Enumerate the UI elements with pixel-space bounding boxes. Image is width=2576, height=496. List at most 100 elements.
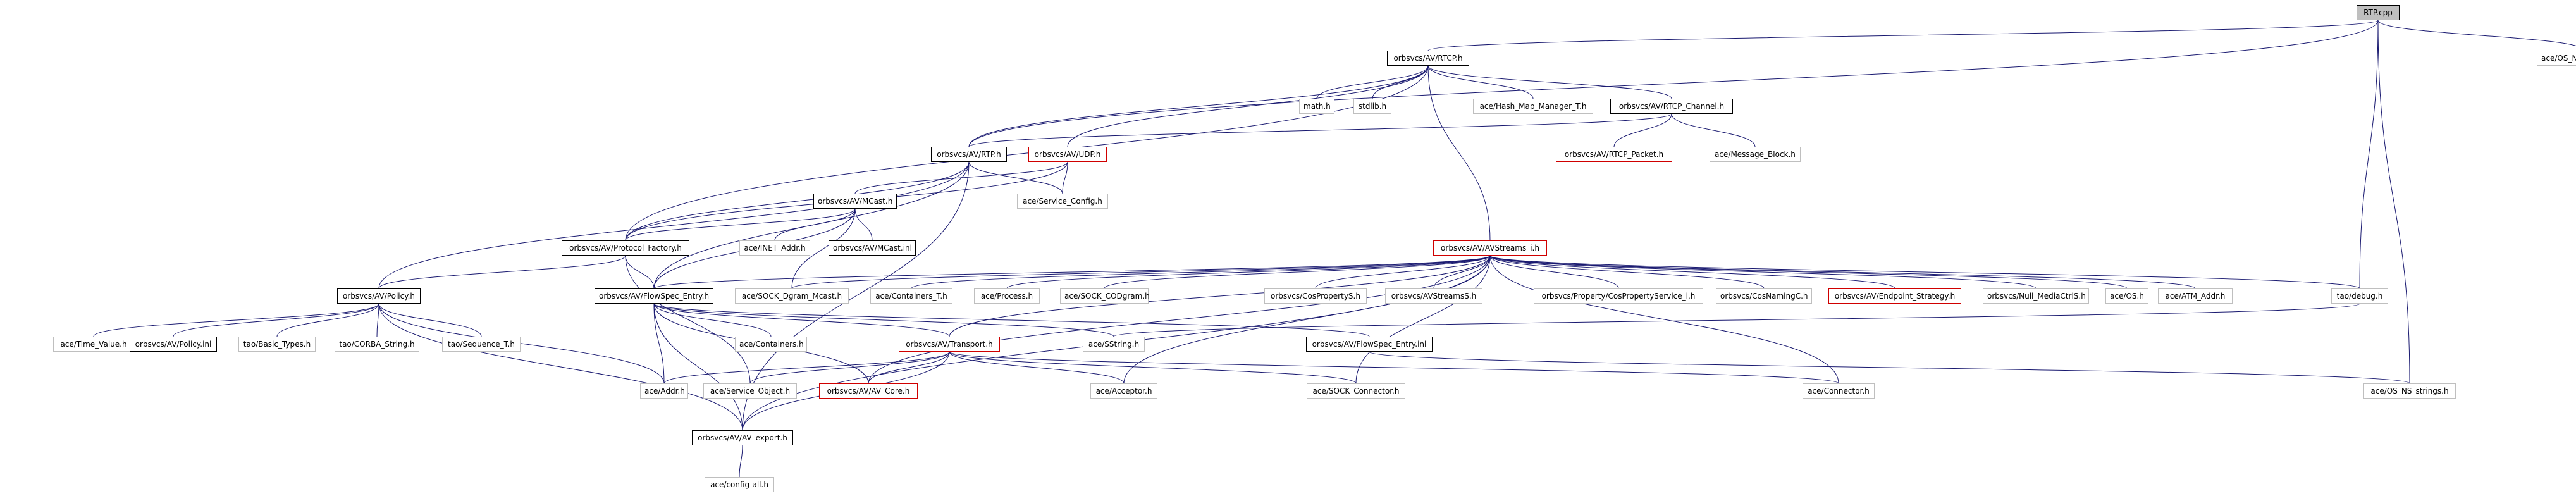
node-av-core[interactable]: orbsvcs/AV/AV_Core.h: [819, 383, 918, 399]
node-acceptor-h[interactable]: ace/Acceptor.h: [1090, 383, 1157, 399]
edge-av-export-to-config-all: [739, 445, 743, 478]
edge-avstreams-i-to-transport-h: [949, 255, 1491, 337]
edge-avstreams-i-to-sock-connector: [1355, 255, 1491, 384]
node-avstreams-s[interactable]: orbsvcs/AVStreamsS.h: [1385, 288, 1482, 304]
node-connector-h[interactable]: ace/Connector.h: [1803, 383, 1875, 399]
edge-avstreams-i-to-cosproperty-s: [1315, 255, 1491, 289]
edge-rtp-h-to-service-config: [968, 161, 1063, 194]
edge-rtcp-h-to-hash-map-manager: [1427, 65, 1534, 99]
node-rtp-h[interactable]: orbsvcs/AV/RTP.h: [931, 147, 1007, 162]
edge-policy-h-to-time-value: [93, 303, 379, 337]
edge-avstreams-i-to-atm-addr: [1489, 255, 2196, 289]
edge-avstreams-i-to-os-h: [1489, 255, 2128, 289]
node-containers-h[interactable]: ace/Containers.h: [735, 337, 807, 352]
node-cosnaming-c[interactable]: orbsvcs/CosNamingC.h: [1716, 288, 1812, 304]
edge-avstreams-i-to-cosproperty-service-i: [1489, 255, 1619, 289]
edge-protocol-factory-to-service-object: [625, 255, 751, 384]
edge-rtcp-channel-to-rtp-h: [968, 113, 1672, 147]
node-rtcp-channel[interactable]: orbsvcs/AV/RTCP_Channel.h: [1610, 99, 1733, 114]
node-cosproperty-s[interactable]: orbsvcs/CosPropertyS.h: [1264, 288, 1367, 304]
node-sequence-t[interactable]: tao/Sequence_T.h: [442, 337, 521, 352]
edge-avstreams-i-to-process-h: [1006, 255, 1491, 289]
edge-tao-debug-to-sstring-h: [1113, 303, 2360, 337]
node-sstring-h[interactable]: ace/SString.h: [1083, 337, 1145, 352]
edge-rtcp-h-to-stdlib-h: [1372, 65, 1429, 99]
edge-avstreams-i-to-acceptor-h: [1123, 255, 1491, 384]
edge-rtp-cpp-to-os-ns-strings: [2377, 20, 2410, 384]
node-null-mediactrl[interactable]: orbsvcs/Null_MediaCtrlS.h: [1983, 288, 2089, 304]
edge-rtcp-h-to-udp-h: [1067, 65, 1429, 147]
node-config-all[interactable]: ace/config-all.h: [705, 477, 774, 492]
node-os-ns-arpa-inet[interactable]: ace/OS_NS_arpa_inet.h: [2537, 51, 2576, 66]
node-containers-t[interactable]: ace/Containers_T.h: [870, 288, 952, 304]
node-time-value[interactable]: ace/Time_Value.h: [53, 337, 134, 352]
edge-avstreams-i-to-avstreams-s: [1433, 255, 1491, 289]
node-flowspec-entry-h[interactable]: orbsvcs/AV/FlowSpec_Entry.h: [595, 288, 713, 304]
edge-rtcp-channel-to-rtcp-packet: [1613, 113, 1672, 147]
node-math-h[interactable]: math.h: [1299, 99, 1334, 114]
edge-rtp-cpp-to-rtcp-h: [1427, 20, 2379, 51]
edge-udp-h-to-service-config: [1062, 161, 1068, 194]
node-tao-debug[interactable]: tao/debug.h: [2331, 288, 2388, 304]
node-endpoint-strategy[interactable]: orbsvcs/AV/Endpoint_Strategy.h: [1828, 288, 1961, 304]
edge-protocol-factory-to-flowspec-entry-h: [625, 255, 655, 289]
node-avstreams-i[interactable]: orbsvcs/AV/AVStreams_i.h: [1433, 240, 1547, 256]
node-sock-connector[interactable]: ace/SOCK_Connector.h: [1307, 383, 1405, 399]
node-os-ns-strings[interactable]: ace/OS_NS_strings.h: [2363, 383, 2456, 399]
node-rtp-cpp[interactable]: RTP.cpp: [2357, 5, 2400, 20]
edge-rtcp-h-to-math-h: [1316, 65, 1429, 99]
node-corba-string[interactable]: tao/CORBA_String.h: [335, 337, 419, 352]
node-mcast-inl[interactable]: orbsvcs/AV/MCast.inl: [829, 240, 916, 256]
edge-avstreams-i-to-sock-dgram-mcast: [791, 255, 1491, 289]
node-flowspec-entry-inl[interactable]: orbsvcs/AV/FlowSpec_Entry.inl: [1306, 337, 1433, 352]
node-rtcp-h[interactable]: orbsvcs/AV/RTCP.h: [1387, 51, 1469, 66]
edge-rtp-cpp-to-os-ns-arpa-inet: [2377, 20, 2576, 46]
edge-policy-h-to-policy-inl: [173, 303, 379, 337]
node-policy-inl[interactable]: orbsvcs/AV/Policy.inl: [130, 337, 217, 352]
node-hash-map-manager[interactable]: ace/Hash_Map_Manager_T.h: [1473, 99, 1593, 114]
node-os-h[interactable]: ace/OS.h: [2105, 288, 2148, 304]
node-udp-h[interactable]: orbsvcs/AV/UDP.h: [1028, 147, 1107, 162]
edge-policy-h-to-addr-h: [378, 303, 665, 384]
edge-policy-h-to-corba-string: [376, 303, 379, 337]
edge-transport-h-to-addr-h: [663, 351, 950, 384]
edge-rtcp-h-to-rtcp-channel: [1427, 65, 1672, 99]
edge-avstreams-i-to-endpoint-strategy: [1489, 255, 1895, 289]
node-policy-h[interactable]: orbsvcs/AV/Policy.h: [337, 288, 421, 304]
edge-policy-h-to-sequence-t: [378, 303, 482, 337]
node-protocol-factory[interactable]: orbsvcs/AV/Protocol_Factory.h: [562, 240, 689, 256]
node-addr-h[interactable]: ace/Addr.h: [640, 383, 688, 399]
edge-transport-h-to-av-core: [868, 351, 950, 384]
edge-avstreams-i-to-flowspec-entry-h: [653, 255, 1491, 289]
node-mcast-h[interactable]: orbsvcs/AV/MCast.h: [813, 194, 897, 209]
node-inet-addr[interactable]: ace/INET_Addr.h: [739, 240, 810, 256]
edge-avstreams-i-to-sock-codgram: [1104, 255, 1491, 289]
edge-transport-h-to-connector-h: [949, 351, 1839, 384]
node-transport-h[interactable]: orbsvcs/AV/Transport.h: [899, 337, 1000, 352]
edge-rtp-cpp-to-tao-debug: [2359, 20, 2379, 289]
edge-transport-h-to-acceptor-h: [949, 351, 1125, 384]
edge-mcast-h-to-inet-addr: [774, 208, 856, 241]
node-service-config[interactable]: ace/Service_Config.h: [1017, 194, 1108, 209]
edge-flowspec-entry-h-to-av-export: [653, 303, 743, 431]
edge-policy-h-to-av-export: [378, 303, 743, 431]
edge-mcast-h-to-mcast-inl: [854, 208, 873, 241]
node-service-object[interactable]: ace/Service_Object.h: [703, 383, 797, 399]
edge-transport-h-to-sock-connector: [949, 351, 1357, 384]
edge-rtp-cpp-to-rtp-h: [968, 20, 2379, 147]
edge-transport-h-to-service-object: [749, 351, 950, 384]
node-sock-codgram[interactable]: ace/SOCK_CODgram.h: [1060, 288, 1150, 304]
node-atm-addr[interactable]: ace/ATM_Addr.h: [2158, 288, 2233, 304]
edge-flowspec-entry-inl-to-os-ns-strings: [1369, 351, 2410, 384]
node-process-h[interactable]: ace/Process.h: [974, 288, 1040, 304]
edge-rtcp-h-to-avstreams-i: [1427, 65, 1491, 241]
node-cosproperty-service-i[interactable]: orbsvcs/Property/CosPropertyService_i.h: [1534, 288, 1703, 304]
node-sock-dgram-mcast[interactable]: ace/SOCK_Dgram_Mcast.h: [735, 288, 849, 304]
edge-policy-h-to-basic-types: [276, 303, 379, 337]
node-message-block[interactable]: ace/Message_Block.h: [1710, 147, 1801, 162]
edge-avstreams-i-to-tao-debug: [1489, 255, 2360, 289]
node-av-export[interactable]: orbsvcs/AV/AV_export.h: [692, 430, 793, 445]
node-stdlib-h[interactable]: stdlib.h: [1353, 99, 1391, 114]
node-rtcp-packet[interactable]: orbsvcs/AV/RTCP_Packet.h: [1556, 147, 1672, 162]
node-basic-types[interactable]: tao/Basic_Types.h: [238, 337, 316, 352]
